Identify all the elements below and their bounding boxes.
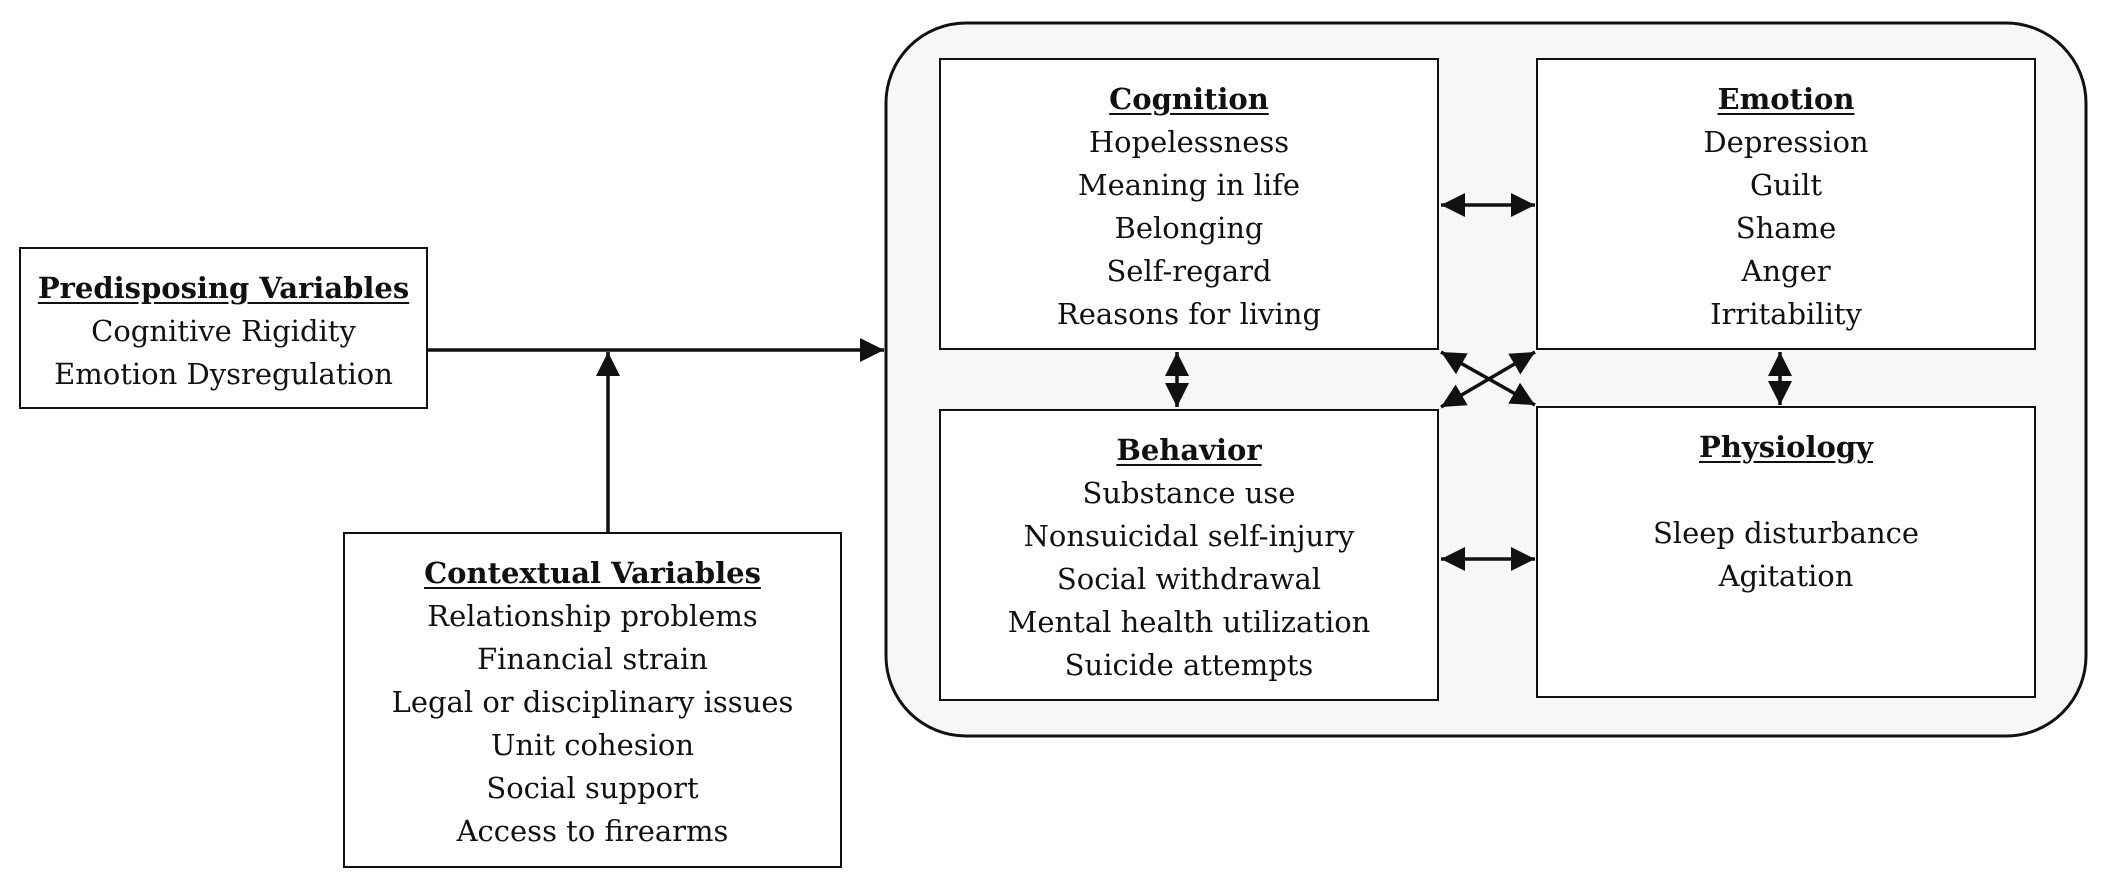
behavior-box: Behavior Substance use Nonsuicidal self-… xyxy=(939,409,1439,701)
emotion-item: Anger xyxy=(1741,254,1831,288)
behavior-item: Social withdrawal xyxy=(1056,562,1322,596)
behavior-item: Suicide attempts xyxy=(1064,648,1314,682)
behavior-item: Mental health utilization xyxy=(1007,605,1371,639)
contextual-item: Relationship problems xyxy=(427,599,758,633)
predisposing-item: Cognitive Rigidity xyxy=(91,314,356,348)
cognition-item: Meaning in life xyxy=(1077,168,1301,202)
physiology-box: Physiology Sleep disturbance Agitation xyxy=(1536,406,2036,698)
cognition-box: Cognition Hopelessness Meaning in life B… xyxy=(939,58,1439,350)
contextual-item: Unit cohesion xyxy=(490,728,695,762)
emotion-item: Shame xyxy=(1735,211,1837,245)
behavior-title: Behavior xyxy=(1116,433,1262,467)
physiology-spacer xyxy=(1538,469,2034,512)
behavior-item: Substance use xyxy=(1082,476,1296,510)
emotion-item: Irritability xyxy=(1710,297,1862,331)
cognition-item: Hopelessness xyxy=(1088,125,1290,159)
cognition-item: Belonging xyxy=(1114,211,1264,245)
contextual-item: Financial strain xyxy=(477,642,708,676)
cognition-title: Cognition xyxy=(1109,82,1269,116)
emotion-item: Guilt xyxy=(1749,168,1823,202)
contextual-item: Social support xyxy=(486,771,699,805)
contextual-variables-box: Contextual Variables Relationship proble… xyxy=(343,532,842,868)
physiology-item: Agitation xyxy=(1718,559,1854,593)
physiology-item: Sleep disturbance xyxy=(1652,516,1920,550)
contextual-item: Access to firearms xyxy=(456,814,729,848)
predisposing-variables-title: Predisposing Variables xyxy=(37,271,410,305)
emotion-box: Emotion Depression Guilt Shame Anger Irr… xyxy=(1536,58,2036,350)
cognition-item: Self-regard xyxy=(1106,254,1272,288)
physiology-title: Physiology xyxy=(1699,430,1873,464)
emotion-item: Depression xyxy=(1703,125,1869,159)
predisposing-variables-box: Predisposing Variables Cognitive Rigidit… xyxy=(19,247,428,409)
behavior-item: Nonsuicidal self-injury xyxy=(1023,519,1355,553)
contextual-variables-title: Contextual Variables xyxy=(424,556,761,590)
contextual-item: Legal or disciplinary issues xyxy=(391,685,794,719)
behavior-emotion-arrow xyxy=(1440,350,1536,409)
predisposing-item: Emotion Dysregulation xyxy=(54,357,393,391)
emotion-title: Emotion xyxy=(1717,82,1855,116)
cognition-item: Reasons for living xyxy=(1056,297,1322,331)
